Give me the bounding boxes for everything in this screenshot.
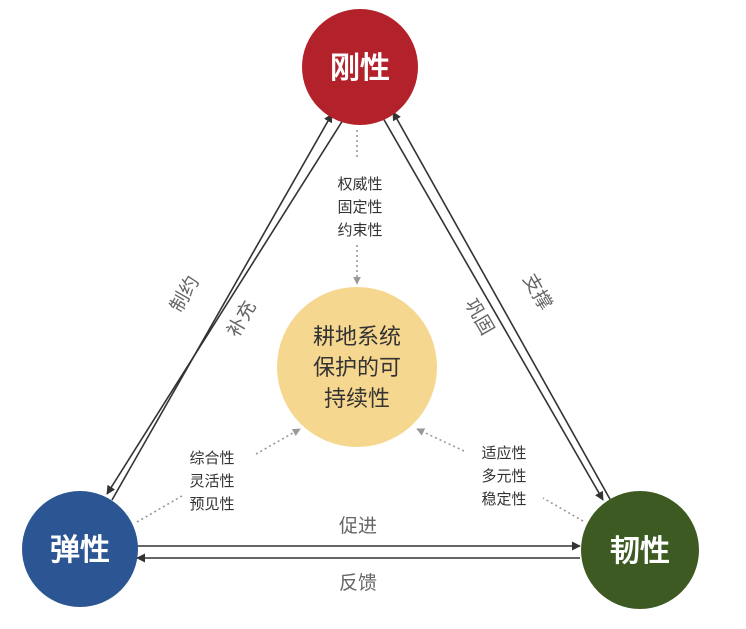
dotted-left-props-to-center (255, 428, 301, 455)
edge-label-consolidate: 巩固 (460, 295, 498, 339)
node-elasticity-label: 弹性 (50, 533, 110, 568)
node-elasticity: 弹性 (22, 491, 138, 607)
center-label-line-2: 保护的可 (313, 356, 401, 381)
property-left-1: 综合性 (189, 449, 234, 467)
node-rigidity-label: 刚性 (330, 51, 390, 86)
center-label-line-1: 耕地系统 (313, 325, 401, 350)
property-top-3: 约束性 (337, 221, 382, 239)
node-rigidity: 刚性 (302, 9, 418, 125)
property-top-2: 固定性 (337, 198, 382, 216)
node-resilience: 韧性 (581, 491, 699, 609)
dotted-right-props-to-center (416, 428, 465, 452)
edge-label-constrain: 制约 (166, 272, 204, 316)
properties-top: 权威性 固定性 约束性 (337, 175, 382, 239)
center-label-line-3: 持续性 (324, 387, 390, 412)
arrow-top-to-right (382, 117, 604, 501)
property-left-3: 预见性 (189, 495, 234, 513)
arrow-top-to-left (106, 119, 344, 495)
arrow-right-to-top (392, 111, 612, 502)
arrow-left-to-top (111, 113, 333, 501)
edge-label-support: 支撑 (518, 270, 556, 314)
edge-label-feedback: 反馈 (339, 572, 377, 594)
properties-left: 综合性 灵活性 预见性 (189, 449, 234, 513)
node-center: 耕地系统 保护的可 持续性 (277, 287, 437, 447)
node-resilience-label: 韧性 (610, 534, 670, 569)
edge-label-supplement: 补充 (223, 297, 261, 341)
property-right-1: 适应性 (481, 444, 526, 462)
property-right-3: 稳定性 (481, 490, 526, 508)
dotted-left-to-props (136, 495, 183, 523)
property-right-2: 多元性 (481, 467, 526, 485)
property-top-1: 权威性 (337, 175, 382, 193)
property-left-2: 灵活性 (189, 472, 234, 490)
properties-right: 适应性 多元性 稳定性 (481, 444, 526, 508)
edge-label-promote: 促进 (339, 515, 377, 537)
dotted-right-to-props (542, 497, 584, 522)
